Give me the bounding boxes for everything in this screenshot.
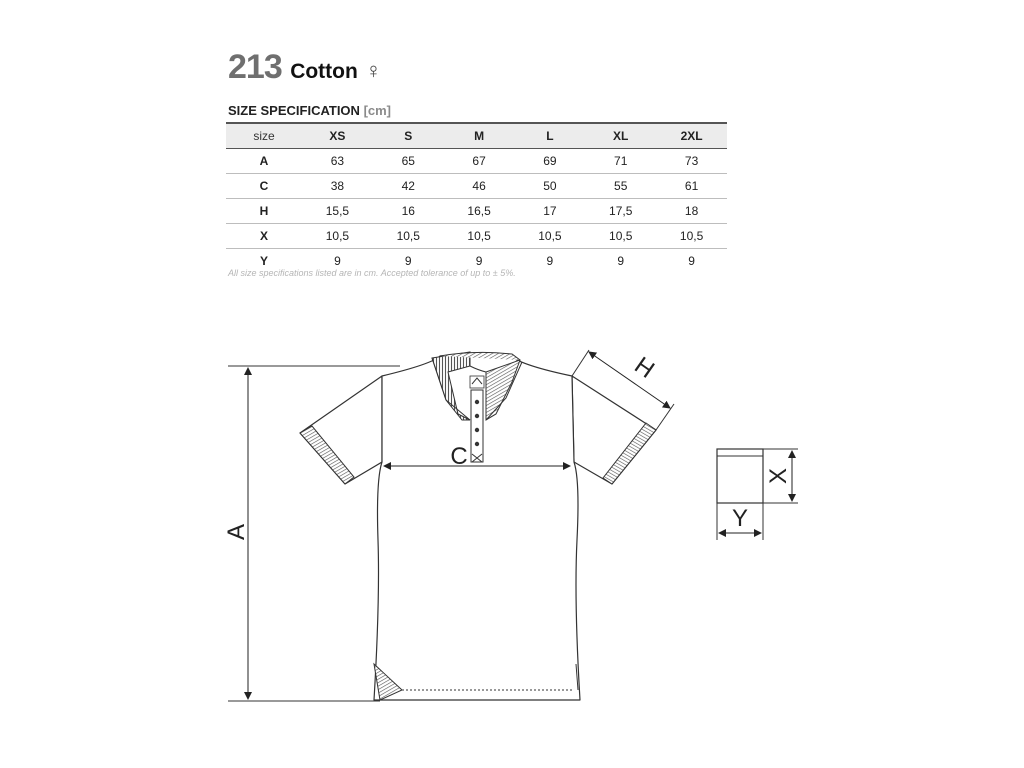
size-header-cell: M (443, 122, 515, 149)
table-cell: 67 (443, 148, 515, 174)
tolerance-note: All size specifications listed are in cm… (228, 268, 516, 278)
table-cell: 18 (656, 198, 727, 224)
table-cell: 10,5 (302, 223, 373, 249)
measure-c: C (383, 443, 571, 470)
size-header-row: size XS S M L XL 2XL (226, 122, 727, 149)
table-row: C 38 42 46 50 55 61 (226, 173, 727, 199)
spec-heading-text: SIZE SPECIFICATION (228, 103, 360, 118)
collar (431, 351, 523, 421)
table-cell: 46 (443, 173, 515, 199)
table-cell: 17 (514, 198, 586, 224)
row-label: H (226, 198, 302, 224)
label-a: A (223, 524, 250, 540)
table-cell: 69 (514, 148, 586, 174)
shirt-body (299, 355, 657, 701)
label-y: Y (732, 505, 748, 532)
size-header-cell: L (514, 122, 586, 149)
table-cell: 63 (302, 148, 373, 174)
table-cell: 9 (688, 254, 695, 268)
table-cell: 16 (372, 198, 444, 224)
table-cell: 10,5 (443, 223, 515, 249)
table-row: H 15,5 16 16,5 17 17,5 18 (226, 198, 727, 224)
label-h: H (629, 352, 659, 384)
size-header-cell: XL (585, 122, 657, 149)
table-cell: 73 (656, 148, 727, 174)
table-cell: 9 (334, 254, 341, 268)
table-cell: 55 (585, 173, 657, 199)
table-cell: 71 (585, 148, 657, 174)
table-cell: 9 (404, 254, 412, 268)
product-name: Cotton (290, 60, 358, 83)
table-row: A 63 65 67 69 71 73 (226, 148, 727, 174)
size-header-cell: 2XL (656, 122, 727, 149)
size-header-label: size (226, 122, 302, 149)
row-label: X (226, 223, 302, 249)
size-header-cell: S (372, 122, 444, 149)
table-cell: 16,5 (443, 198, 515, 224)
table-cell: 9 (475, 254, 483, 268)
spec-unit: [cm] (363, 103, 392, 118)
table-cell: 10,5 (372, 223, 444, 249)
table-cell: 42 (372, 173, 444, 199)
size-header-cell: XS (302, 122, 373, 149)
table-cell: 10,5 (514, 223, 586, 249)
table-cell: 15,5 (302, 198, 373, 224)
table-cell: 9 (617, 254, 625, 268)
size-table: size XS S M L XL 2XL A 63 65 67 69 71 73… (226, 122, 727, 273)
table-cell: 10,5 (585, 223, 657, 249)
table-row: Y 9 9 9 9 9 9 (226, 249, 727, 274)
table-cell: 38 (302, 173, 373, 199)
product-title: 213 Cotton ♀ (228, 48, 382, 87)
table-cell: 61 (656, 173, 727, 199)
row-label: A (226, 148, 302, 174)
row-label: Y (259, 254, 268, 268)
table-cell: 10,5 (656, 223, 727, 249)
hem-details (373, 662, 579, 701)
right-cuff (602, 422, 657, 485)
gender-symbol: ♀ (365, 58, 382, 83)
row-label: C (226, 173, 302, 199)
table-cell: 9 (546, 254, 554, 268)
table-row: X 10,5 10,5 10,5 10,5 10,5 10,5 (226, 223, 727, 249)
table-cell: 65 (372, 148, 444, 174)
cuff-detail: X Y (716, 448, 798, 540)
table-cell: 17,5 (585, 198, 657, 224)
measure-a: A (223, 365, 400, 702)
table-cell: 50 (514, 173, 586, 199)
left-cuff (299, 425, 355, 485)
spec-heading: SIZE SPECIFICATION [cm] (228, 103, 391, 118)
label-x: X (765, 468, 792, 484)
label-c: C (450, 443, 467, 470)
product-code: 213 (228, 48, 283, 86)
